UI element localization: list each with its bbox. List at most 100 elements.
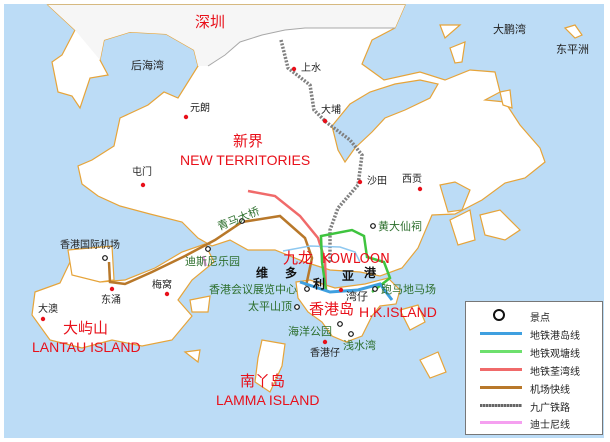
attraction-marker[interactable] xyxy=(294,304,300,310)
legend-label: 地铁观塘线 xyxy=(530,349,580,360)
attraction-repulse-bay[interactable]: 浅水湾 xyxy=(343,339,376,352)
mtr-kwun-tong-line xyxy=(319,228,392,293)
place-yuen-long: 元朗 xyxy=(190,103,210,114)
island xyxy=(419,351,447,379)
legend-label: 地铁港岛线 xyxy=(530,331,580,342)
harbour-char: 亚 xyxy=(342,269,355,283)
tung-chung-line xyxy=(282,245,361,263)
town-dot xyxy=(291,66,297,72)
legend-label: 迪士尼线 xyxy=(530,420,570,431)
attraction-happy-valley[interactable]: 跑马地马场 xyxy=(381,283,436,296)
place-airport: 香港国际机场 xyxy=(60,240,120,251)
legend-item-island-line: 地铁港岛线 xyxy=(466,326,602,342)
town-dot xyxy=(183,114,189,120)
town-dot xyxy=(140,182,146,188)
town-dot xyxy=(164,291,170,297)
line-swatch-icon xyxy=(480,421,522,424)
region-label-lantau: 大屿山 xyxy=(63,319,109,337)
circle-icon xyxy=(493,309,505,321)
attraction-marker[interactable] xyxy=(348,331,354,337)
shenzhen-border xyxy=(207,27,395,67)
attraction-convention-centre[interactable]: 香港会议展览中心 xyxy=(209,283,297,296)
harbour-char: 多 xyxy=(285,266,298,280)
line-swatch-icon xyxy=(480,404,522,407)
legend-item-kcr: 九广铁路 xyxy=(466,398,602,414)
place-wan-chai: 湾仔 xyxy=(346,290,368,303)
airport-island xyxy=(67,245,115,283)
region-label-kowloon: 九龙 xyxy=(283,249,314,267)
attraction-marker[interactable] xyxy=(372,286,378,292)
attraction-disneyland[interactable]: 迪斯尼乐园 xyxy=(185,255,240,268)
attraction-marker[interactable] xyxy=(205,246,211,252)
region-label-shenzhen: 深圳 xyxy=(195,13,226,31)
place-aberdeen: 香港仔 xyxy=(310,348,340,359)
place-sai-kung: 西贡 xyxy=(402,174,422,185)
disney-line xyxy=(201,255,208,267)
island xyxy=(449,209,476,246)
town-dot xyxy=(109,286,115,292)
harbour-char: 港 xyxy=(364,266,377,280)
attraction-marker[interactable] xyxy=(337,321,343,327)
island xyxy=(479,209,521,241)
town-dot xyxy=(357,179,363,185)
attraction-marker[interactable] xyxy=(370,223,376,229)
legend-item-airport-express: 机场快线 xyxy=(466,380,602,396)
attraction-wong-tai-sin[interactable]: 黄大仙祠 xyxy=(378,220,422,233)
hk-island xyxy=(295,277,401,343)
mtr-island-line xyxy=(299,280,394,301)
place-tai-o: 大澳 xyxy=(38,304,58,315)
harbour-char: 利 xyxy=(313,277,326,291)
place-mirs-bay: 大鹏湾 xyxy=(493,23,526,36)
island xyxy=(399,304,426,331)
lamma-island xyxy=(254,339,286,393)
harbour-char: 维 xyxy=(256,266,269,280)
region-label-new-territories-en: NEW TERRITORIES xyxy=(180,152,311,168)
map-legend: 景点 地铁港岛线 地铁观塘线 地铁荃湾线 机场快线 九广铁路 迪士尼线 xyxy=(465,301,603,435)
legend-item-attraction: 景点 xyxy=(466,308,602,324)
island xyxy=(563,24,583,39)
town-dot xyxy=(417,186,423,192)
island xyxy=(439,24,462,40)
kcr-line xyxy=(279,39,364,262)
island xyxy=(499,89,513,109)
legend-label: 景点 xyxy=(530,313,550,324)
attraction-ocean-park[interactable]: 海洋公园 xyxy=(288,325,332,338)
attraction-marker[interactable] xyxy=(304,286,310,292)
mtr-tsuen-wan-line xyxy=(247,189,328,291)
line-swatch-icon xyxy=(480,350,522,353)
attraction-marker[interactable] xyxy=(239,218,245,224)
town-dot xyxy=(40,316,46,322)
shenzhen-area xyxy=(48,5,405,66)
town-dot xyxy=(322,118,328,124)
line-swatch-icon xyxy=(480,368,522,371)
line-swatch-icon xyxy=(480,386,522,389)
region-label-lantau-en: LANTAU ISLAND xyxy=(32,339,141,355)
region-label-kowloon-en: KOWLOON xyxy=(322,252,390,267)
attraction-marker[interactable] xyxy=(102,255,108,261)
place-sha-tin: 沙田 xyxy=(367,176,387,187)
town-dot xyxy=(322,339,328,345)
place-tai-po: 大埔 xyxy=(321,105,341,116)
airport-express-line xyxy=(107,214,314,287)
legend-item-disney-line: 迪士尼线 xyxy=(466,415,602,431)
place-mui-wo: 梅窝 xyxy=(152,280,172,291)
island xyxy=(189,295,211,313)
port-shelter xyxy=(439,181,471,213)
place-tuen-mun: 屯门 xyxy=(132,167,152,178)
region-label-lamma: 南丫岛 xyxy=(240,372,286,390)
legend-label: 九广铁路 xyxy=(530,403,570,414)
region-label-lamma-en: LAMMA ISLAND xyxy=(216,392,320,408)
place-deep-bay: 后海湾 xyxy=(131,59,164,72)
region-label-new-territories: 新界 xyxy=(233,132,264,150)
place-tung-ping-chau: 东平洲 xyxy=(556,43,589,56)
place-tung-chung: 东涌 xyxy=(101,295,121,306)
legend-item-kwun-tong-line: 地铁观塘线 xyxy=(466,344,602,360)
legend-item-tsuen-wan-line: 地铁荃湾线 xyxy=(466,362,602,378)
town-dot xyxy=(338,287,344,293)
tolo-harbour xyxy=(331,79,439,164)
legend-label: 地铁荃湾线 xyxy=(530,367,580,378)
island xyxy=(183,349,201,364)
legend-label: 机场快线 xyxy=(530,385,570,396)
attraction-peak[interactable]: 太平山顶 xyxy=(248,300,292,313)
